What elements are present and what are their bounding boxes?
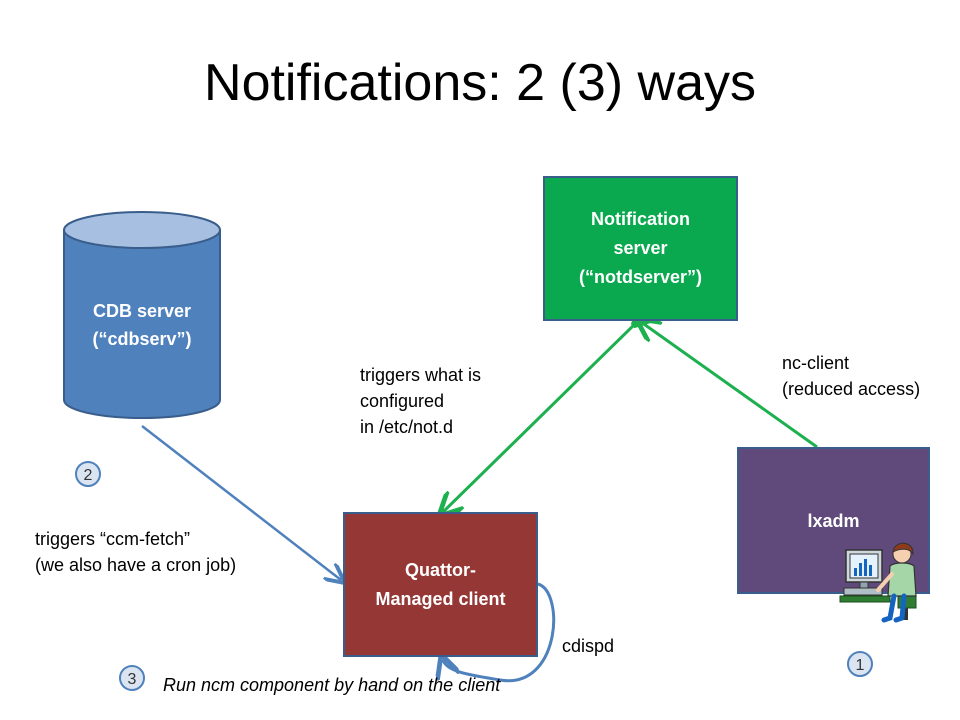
notify-client-arrow [443,322,637,512]
ccm-fetch-arrow [141,425,341,580]
slide-title: Notifications: 2 (3) ways [204,54,756,112]
quattor-client-box: Quattor- Managed client [343,512,538,657]
run-ncm-label: Run ncm component by hand on the client [163,675,501,695]
cdb-server-label: CDB server (“cdbserv”) [64,298,220,354]
triggers-configured-label: triggers what is configured in /etc/not.… [360,362,481,440]
quattor-client-line1: Quattor- [405,559,476,580]
badge-three: 3 [119,665,145,691]
lxadm-label: lxadm [807,511,860,531]
notification-server-line3: (“notdserver”) [578,266,703,287]
triggers-configured-line1: triggers what is [360,365,482,385]
ccm-fetch-line2: (we also have a cron job) [35,555,237,576]
nc-client-line2: (reduced access) [782,379,921,400]
cdispd-label: cdispd [562,636,615,656]
nc-client-line1: nc-client [782,353,850,373]
triggers-configured-line2: configured [360,391,445,412]
quattor-client-line2: Managed client [375,588,506,609]
cdispd-loop-arrow [443,582,556,683]
notification-server-box: Notification server (“notdserver”) [543,176,738,321]
badge-two: 2 [75,461,101,487]
badge-one: 1 [847,651,873,677]
person-at-computer-icon [839,542,917,623]
notification-server-line1: Notification [591,209,690,230]
cdb-server-cylinder [63,211,221,419]
triggers-configured-line3: in /etc/not.d [360,417,454,438]
ccm-fetch-line1: triggers “ccm-fetch” [35,529,191,549]
cdb-server-line2: (“cdbserv”) [92,328,192,349]
ccm-fetch-label: triggers “ccm-fetch” (we also have a cro… [35,526,236,578]
notification-server-line2: server [613,238,668,259]
nc-client-label: nc-client (reduced access) [782,350,920,402]
nc-client-arrow [641,322,818,449]
cdb-server-line1: CDB server [92,301,192,321]
